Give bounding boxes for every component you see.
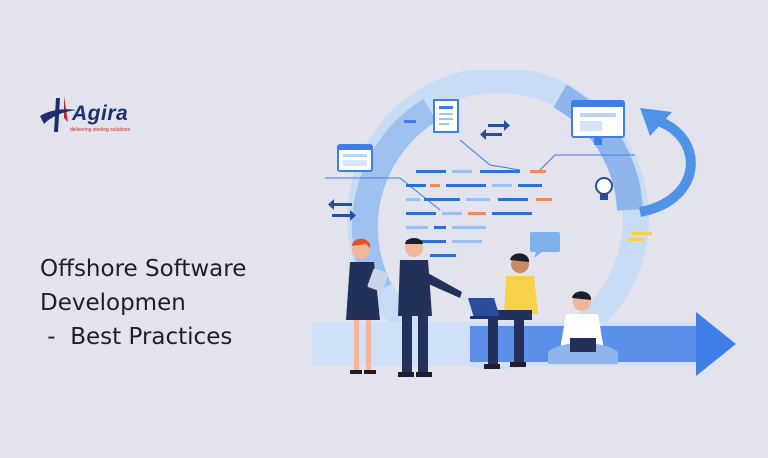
chat-bubble-icon (530, 232, 560, 258)
swap-arrows-icon-left (328, 199, 356, 221)
title-line-2: Developmen (40, 290, 186, 316)
cycle-arrow-icon (638, 108, 696, 217)
woman-figure (346, 238, 389, 374)
laptop-icon (468, 298, 506, 319)
document-icon (433, 99, 459, 133)
agira-logo-mark (40, 96, 76, 132)
small-chart-icon (628, 232, 652, 241)
page-title: Offshore Software Developmen - Best Prac… (40, 252, 330, 354)
team-collaboration-illustration (312, 70, 736, 377)
man-sitting-figure (548, 291, 618, 364)
logo-tagline: delivering sterling solutions (70, 127, 131, 133)
agira-logo[interactable]: Agira delivering sterling solutions (38, 92, 148, 138)
dash-mark (404, 120, 416, 123)
swap-arrows-icon (480, 120, 510, 140)
man-yellow-figure (484, 253, 538, 369)
code-lines (406, 170, 552, 257)
man-standing-figure (398, 238, 462, 377)
browser-window-icon-left (337, 144, 373, 172)
lightbulb-icon (595, 177, 613, 200)
logo-wordmark: Agira (72, 102, 129, 125)
title-line-3: - Best Practices (40, 324, 233, 350)
title-line-1: Offshore Software (40, 256, 247, 282)
browser-window-icon (571, 100, 625, 145)
